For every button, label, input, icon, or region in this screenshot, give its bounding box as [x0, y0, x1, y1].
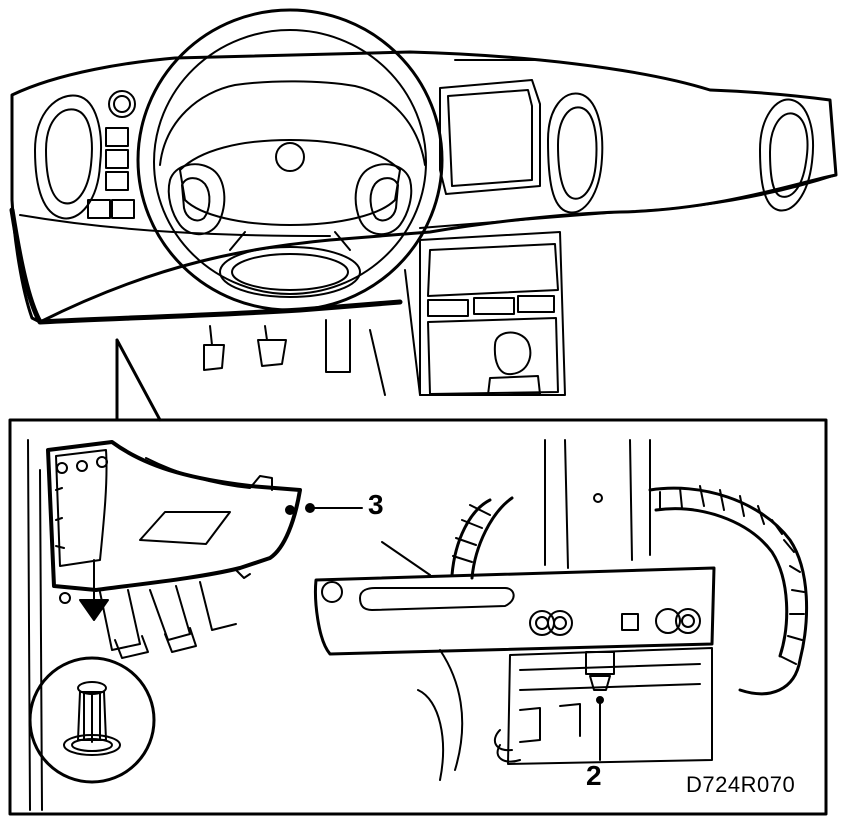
- horn-center-emblem: [275, 142, 305, 172]
- left-switch-panel: [87, 127, 135, 219]
- dash-top-curve: [19, 174, 837, 237]
- dashboard-lower-edge: [9, 207, 403, 325]
- center-right-air-vent: [547, 92, 604, 214]
- callout-3-label: 3: [368, 489, 384, 520]
- connector-bolt: [585, 651, 615, 704]
- passenger-air-vent: [759, 98, 814, 212]
- lower-trim-panel: [46, 440, 302, 592]
- steering-column-bracket: [314, 439, 716, 656]
- steering-wheel: [136, 8, 444, 312]
- lower-electronics-block: [417, 647, 713, 781]
- dashboard-overview: [9, 8, 838, 396]
- center-console: [419, 231, 566, 396]
- zoom-pointer: [115, 338, 162, 422]
- callout-2-label: 2: [586, 760, 602, 791]
- center-display: [439, 59, 546, 195]
- callout-leaders: [305, 503, 601, 761]
- dashboard-outline: [10, 50, 838, 324]
- pedals: [203, 319, 351, 373]
- left-air-vent: [34, 94, 102, 220]
- detail-inset: [27, 439, 809, 811]
- figure-code: D724R070: [686, 772, 796, 797]
- clip-detail-magnifier: [28, 656, 156, 784]
- inset-pedals: [99, 581, 237, 659]
- wiring-harness: [450, 485, 809, 696]
- detail-inset-frame: [8, 418, 828, 816]
- dash-knob: [108, 90, 136, 118]
